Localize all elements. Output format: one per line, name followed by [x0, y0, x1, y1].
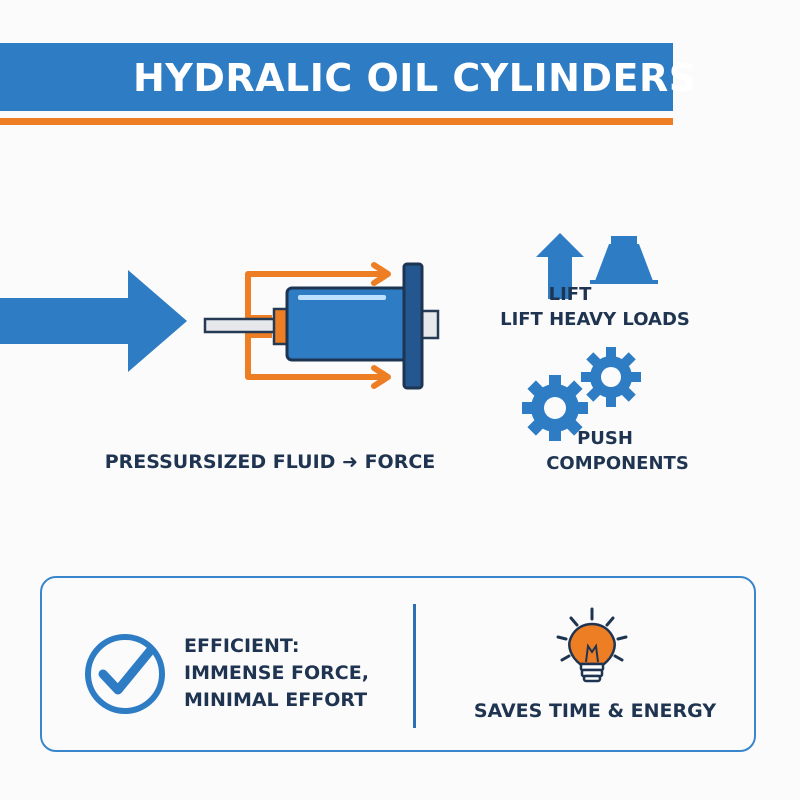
fluid-force-caption: PRESSURSIZED FLUID ➜ FORCE	[104, 451, 436, 473]
push-sublabel: COMPONENTS	[546, 453, 689, 474]
efficient-line-3: MINIMAL EFFORT	[184, 689, 368, 711]
title-underline	[0, 118, 673, 125]
weight-icon	[590, 236, 658, 284]
push-label: PUSH	[577, 428, 633, 449]
title-bar	[0, 43, 673, 111]
hydraulic-cylinder-icon	[203, 262, 440, 390]
lightbulb-icon	[556, 607, 628, 683]
lift-sublabel: LIFT HEAVY LOADS	[500, 309, 690, 330]
benefits-divider	[413, 604, 416, 728]
big-arrow-icon	[0, 270, 187, 372]
page-title: HYDRALIC OIL CYLINDERS	[133, 56, 697, 100]
efficient-line-1: EFFICIENT:	[184, 635, 300, 657]
checkmark-icon	[85, 634, 165, 714]
lift-label: LIFT	[548, 284, 592, 305]
saves-time-text: SAVES TIME & ENERGY	[473, 700, 717, 722]
gears-icon	[522, 347, 641, 441]
up-arrow-icon	[536, 233, 584, 299]
efficient-line-2: IMMENSE FORCE,	[184, 662, 369, 684]
